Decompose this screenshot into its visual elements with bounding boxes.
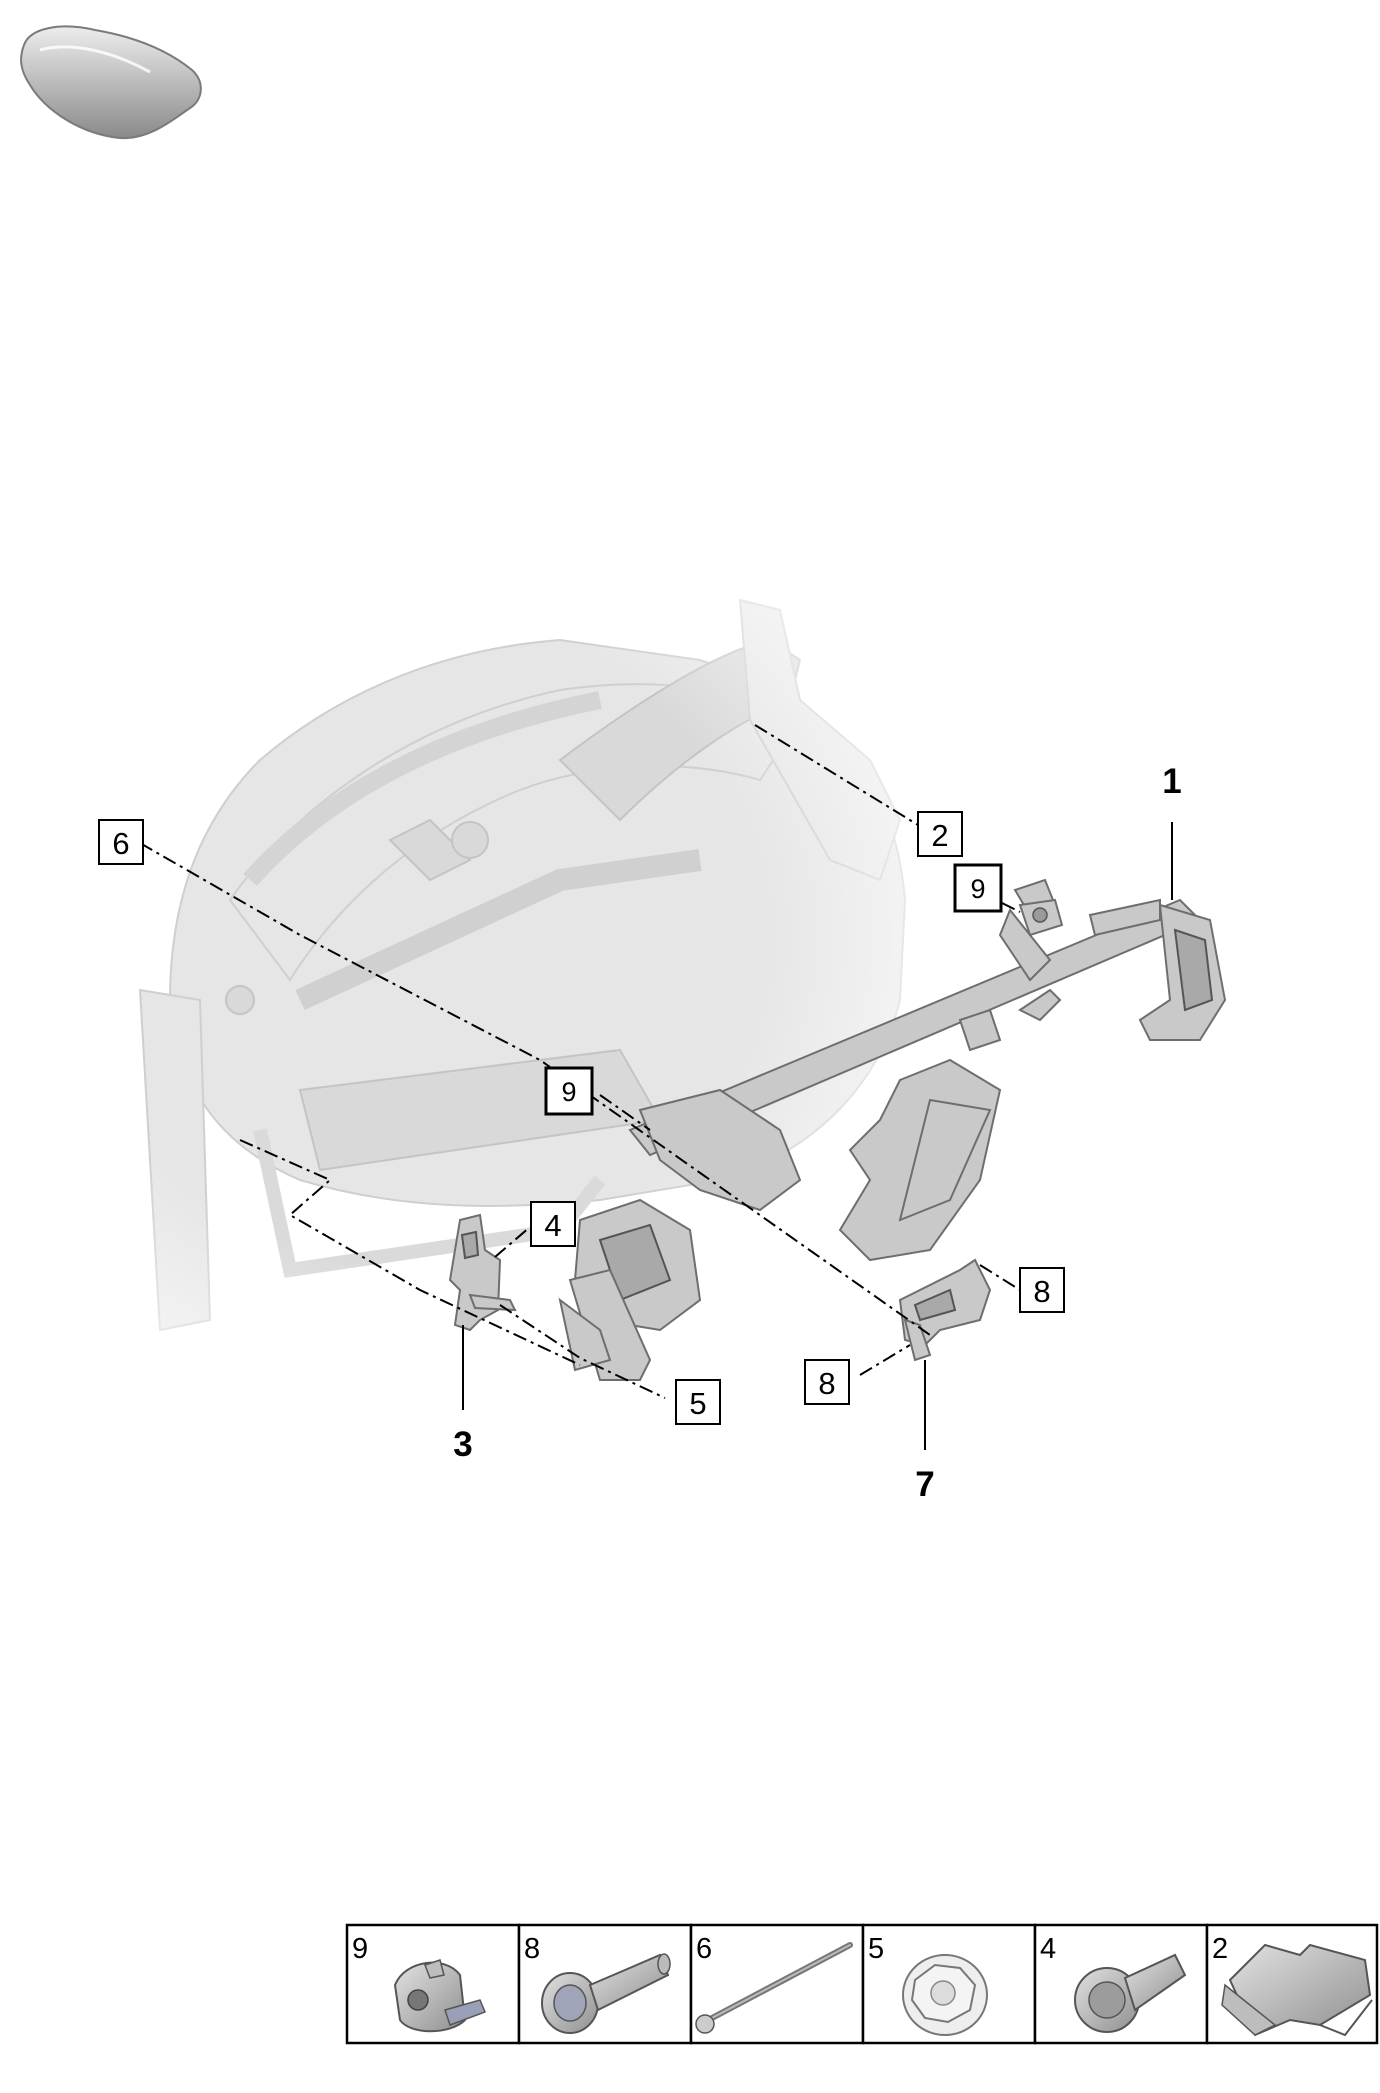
- callout-2: 2: [917, 811, 963, 857]
- callout-2-label: 2: [931, 818, 948, 853]
- callout-6: 6: [98, 819, 144, 865]
- flange-bolt-icon: [541, 1953, 671, 2034]
- legend-cell-6-number: 6: [696, 1933, 712, 1965]
- legend-cell-9: 9: [345, 1923, 521, 2045]
- hex-bolt-icon: [1074, 1953, 1187, 2033]
- car-silhouette-icon: [20, 25, 202, 140]
- callout-1-label: 1: [1162, 762, 1181, 801]
- callout-3-label: 3: [453, 1425, 472, 1464]
- leader-lines: [139, 724, 1173, 1450]
- clip-nut-icon: [393, 1959, 486, 2033]
- legend-cell-8-number: 8: [524, 1933, 540, 1965]
- bracket-clip-icon: [1221, 1943, 1373, 2037]
- legend-cell-4-number: 4: [1040, 1933, 1056, 1965]
- legend-cell-2-number: 2: [1212, 1933, 1228, 1965]
- callout-5-label: 5: [689, 1386, 706, 1421]
- callout-8-right: 8: [1019, 1267, 1065, 1313]
- callout-9-upper: 9: [953, 863, 1003, 913]
- legend-cell-5-number: 5: [868, 1933, 884, 1965]
- legend-cell-8: 8: [517, 1923, 693, 2045]
- callout-9-middle-label: 9: [561, 1077, 576, 1107]
- callout-4: 4: [530, 1201, 576, 1247]
- callout-9-middle: 9: [544, 1066, 594, 1116]
- legend-cell-5: 5: [861, 1923, 1037, 2045]
- callout-9-upper-label: 9: [970, 874, 985, 904]
- callout-4-label: 4: [544, 1208, 561, 1243]
- bracket-part-7: [898, 1258, 992, 1362]
- parts-legend-table: 9 8 6: [345, 1923, 1379, 2045]
- clip-nut-part: [1018, 898, 1064, 937]
- bracket-part-3: [448, 1213, 517, 1332]
- callout-5: 5: [675, 1379, 721, 1425]
- callout-6-label: 6: [112, 826, 129, 861]
- callout-7-label: 7: [915, 1465, 934, 1504]
- body-shell-ghost: [100, 560, 1000, 1400]
- long-bolt-icon: [695, 1942, 853, 2034]
- cross-member-part: [558, 878, 1227, 1381]
- flange-nut-icon: [902, 1954, 988, 2036]
- callout-8-lower: 8: [804, 1359, 850, 1405]
- legend-cell-9-number: 9: [352, 1933, 368, 1965]
- legend-cell-4: 4: [1033, 1923, 1209, 2045]
- callout-8-lower-label: 8: [818, 1366, 835, 1401]
- legend-cell-2: 2: [1205, 1923, 1379, 2045]
- callout-8-right-label: 8: [1033, 1274, 1050, 1309]
- legend-cell-6: 6: [689, 1923, 865, 2045]
